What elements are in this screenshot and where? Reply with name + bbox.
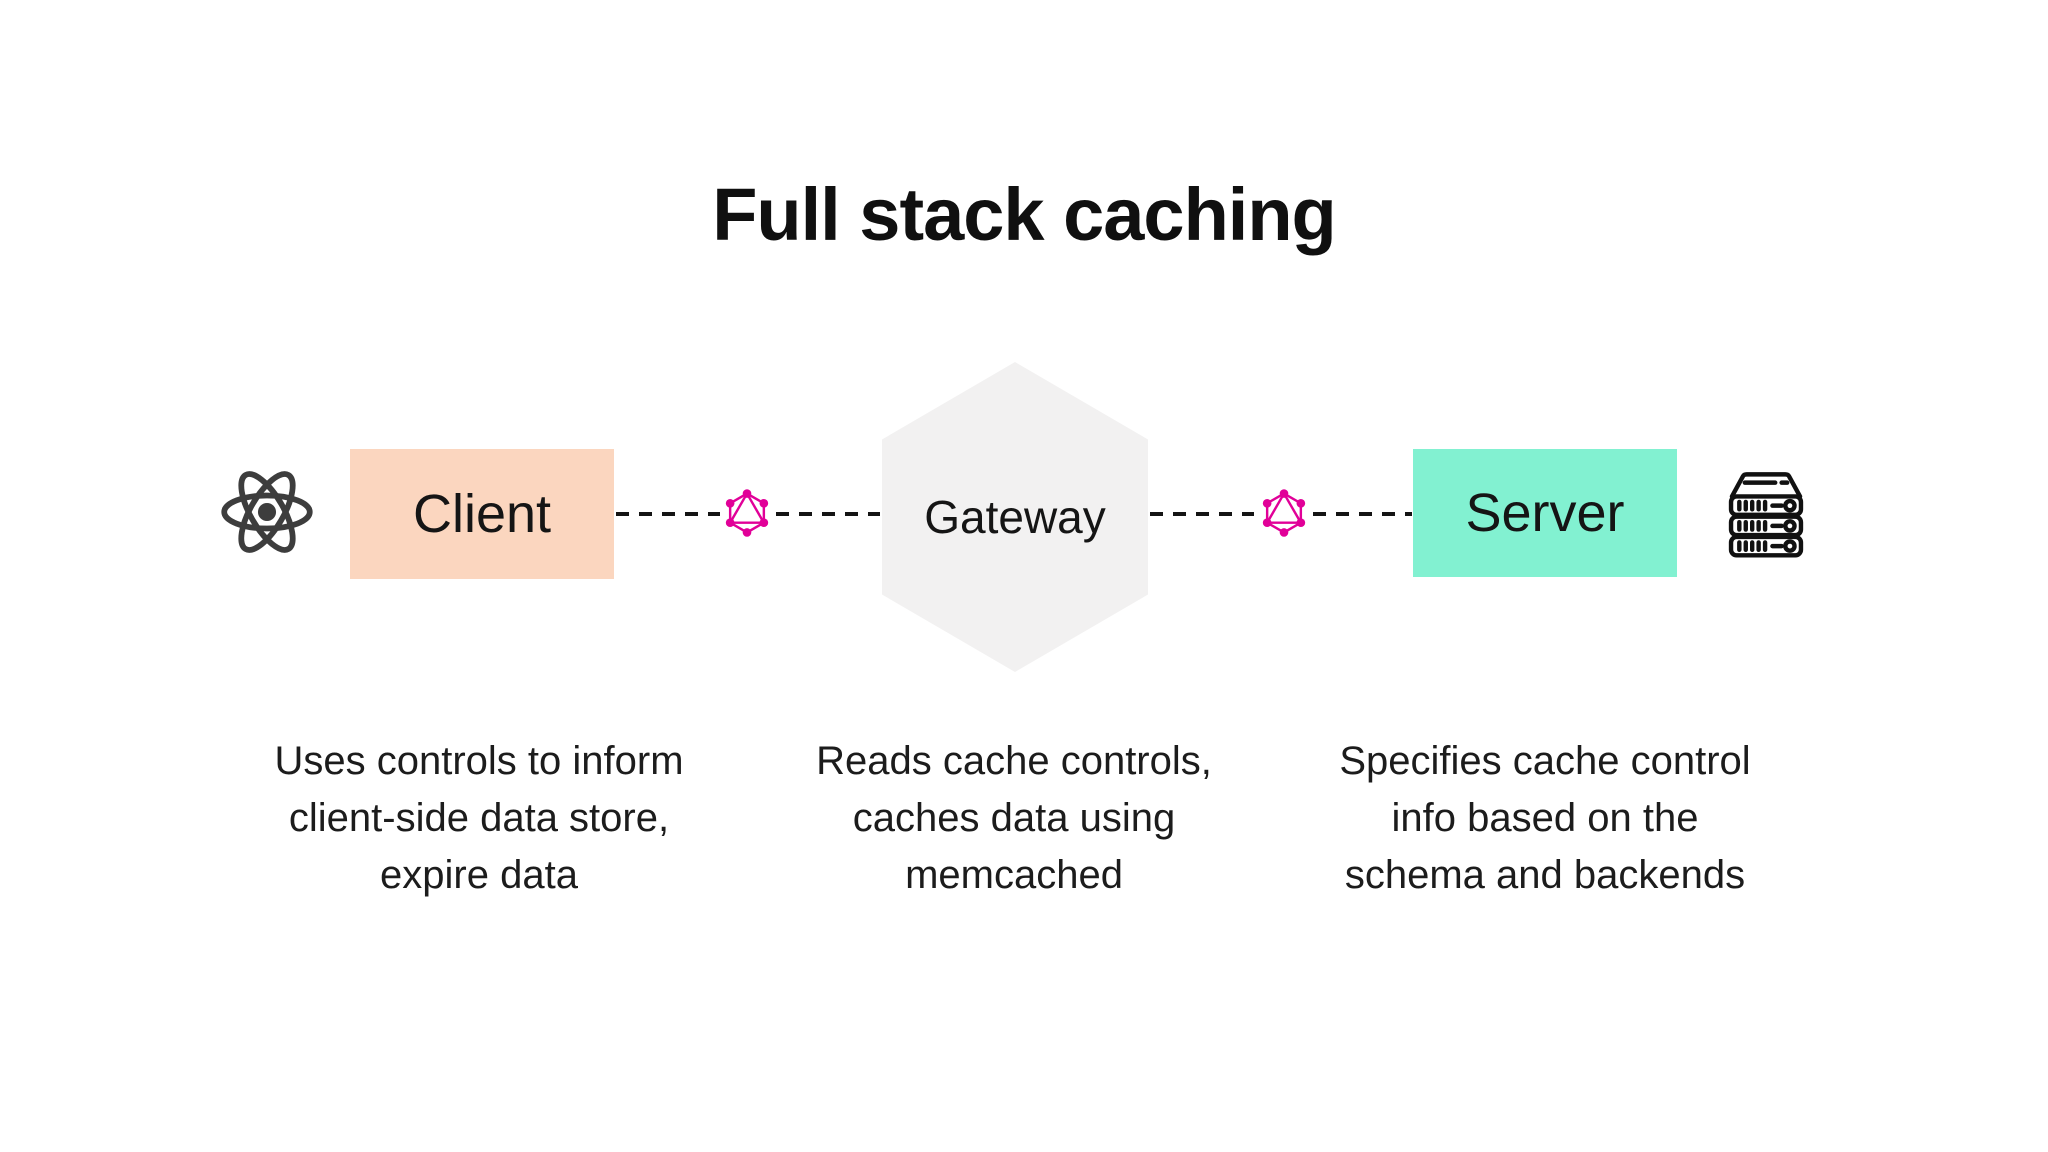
client-description: Uses controls to inform client-side data… [219,733,739,904]
description-line: info based on the [1391,796,1699,840]
connector-dash-server-left [1150,512,1254,516]
server-label: Server [1465,483,1625,543]
server-description: Specifies cache control info based on th… [1285,733,1805,904]
client-node: Client [350,449,614,579]
react-atom-icon [216,461,318,563]
gateway-description: Reads cache controls, caches data using … [754,733,1274,904]
graphql-icon-right [1257,486,1311,540]
connector-dash-server-right [1313,512,1412,516]
server-node: Server [1413,449,1677,577]
connector-dash-client-right [776,512,880,516]
graphql-icon-left [720,486,774,540]
description-line: Uses controls to inform [274,739,684,783]
connector-dash-client-left [616,512,720,516]
description-line: client-side data store, [288,796,670,840]
gateway-label: Gateway [924,491,1106,543]
server-rack-icon [1720,467,1812,559]
description-line: expire data [380,853,578,897]
description-line: caches data using [852,796,1176,840]
description-line: schema and backends [1344,853,1746,897]
gateway-node: Gateway [882,362,1148,672]
client-label: Client [412,484,552,544]
description-line: Reads cache controls, [816,739,1212,783]
description-line: memcached [905,853,1123,897]
page-title: Full stack caching [712,173,1337,256]
description-line: Specifies cache control [1339,739,1751,783]
